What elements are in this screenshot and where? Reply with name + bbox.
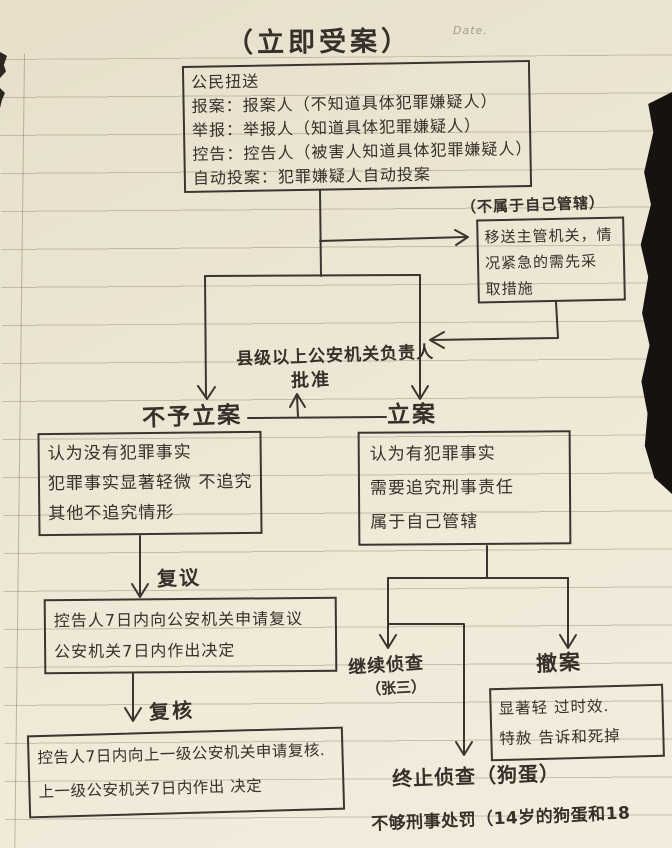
- printed-date-label: Date.: [453, 24, 488, 37]
- jurisdiction-line: 况紧急的需先采: [484, 252, 598, 273]
- withdraw-case-box: 显著轻 过时效. 特赦 告诉和死掉: [489, 683, 665, 762]
- no-filing-reason: 其他不追究情形: [48, 502, 175, 525]
- terminate-investigation-label: 终止侦查（狗蛋）: [391, 761, 561, 791]
- filing-condition: 需要追究刑事责任: [369, 477, 515, 499]
- no-filing-reasons-box: 认为没有犯罪事实 犯罪事实显著轻微 不追究 其他不追究情形: [37, 430, 263, 537]
- intake-box: 公民扭送 报案：报案人（不知道具体犯罪嫌疑人） 举报：举报人（知道具体犯罪嫌疑人…: [181, 59, 533, 194]
- connector-line: [319, 189, 322, 277]
- footnote-text: 不够刑事处罚（14岁的狗蛋和18: [370, 803, 631, 835]
- margin-line: [14, 53, 25, 848]
- jurisdiction-line: 移送主管机关，情: [484, 225, 613, 247]
- filing-conditions-box: 认为有犯罪事实 需要追究刑事责任 属于自己管辖: [357, 430, 572, 546]
- connector-line: [431, 301, 559, 341]
- review-line: 上一级公安机关7日内作出 决定: [38, 776, 263, 802]
- review-label: 复核: [148, 697, 196, 725]
- withdraw-reason: 显著轻 过时效.: [498, 697, 610, 719]
- reconsideration-box: 控告人7日内向公安机关申请复议 公安机关7日内作出决定: [43, 596, 338, 675]
- filing-label: 立案: [386, 401, 438, 429]
- reconsideration-label: 复议: [156, 565, 202, 591]
- arrowhead-down-icon: [124, 707, 142, 722]
- no-filing-reason: 认为没有犯罪事实: [47, 442, 192, 465]
- arrowhead-down-icon: [379, 634, 397, 649]
- jurisdiction-line: 取措施: [485, 279, 534, 299]
- no-filing-reason: 犯罪事实显著轻微 不追究: [47, 471, 253, 495]
- jurisdiction-box: 移送主管机关，情 况紧急的需先采 取措施: [476, 216, 626, 304]
- intake-line: 自动投案：犯罪嫌疑人自动投案: [192, 164, 432, 188]
- withdraw-case-label: 撤案: [535, 649, 583, 677]
- reconsideration-line: 公安机关7日内作出决定: [54, 640, 236, 662]
- arrowhead-right-icon: [454, 229, 469, 246]
- page-title: （立即受案）: [225, 26, 413, 59]
- connector-line: [204, 275, 207, 397]
- connector-line: [247, 416, 387, 419]
- photo-dark-edge-right: [640, 92, 672, 494]
- arrowhead-down-icon: [131, 583, 149, 598]
- arrowhead-down-icon: [455, 741, 473, 756]
- photo-dark-speck: [0, 88, 5, 108]
- photo-dark-speck: [0, 52, 7, 78]
- withdraw-reason: 特赦 告诉和死掉: [499, 726, 622, 749]
- connector-line: [296, 395, 299, 418]
- filing-condition: 认为有犯罪事实: [369, 443, 496, 465]
- connector-line: [319, 236, 467, 242]
- jurisdiction-label: （不属于自己管辖）: [460, 193, 606, 217]
- continue-investigation-label: 继续侦查: [347, 652, 425, 679]
- review-box: 控告人7日内向上一级公安机关申请复核. 上一级公安机关7日内作出 决定: [26, 726, 346, 819]
- filing-condition: 属于自己管辖: [370, 511, 479, 533]
- no-filing-label: 不予立案: [141, 402, 243, 432]
- approval-text: 批准: [290, 369, 332, 392]
- arrowhead-up-icon: [289, 393, 306, 408]
- approval-authority-text: 县级以上公安机关负责人: [235, 342, 435, 370]
- reconsideration-line: 控告人7日内向公安机关申请复议: [53, 609, 304, 631]
- continue-investigation-note: （张三）: [365, 677, 427, 699]
- connector-line: [204, 274, 421, 277]
